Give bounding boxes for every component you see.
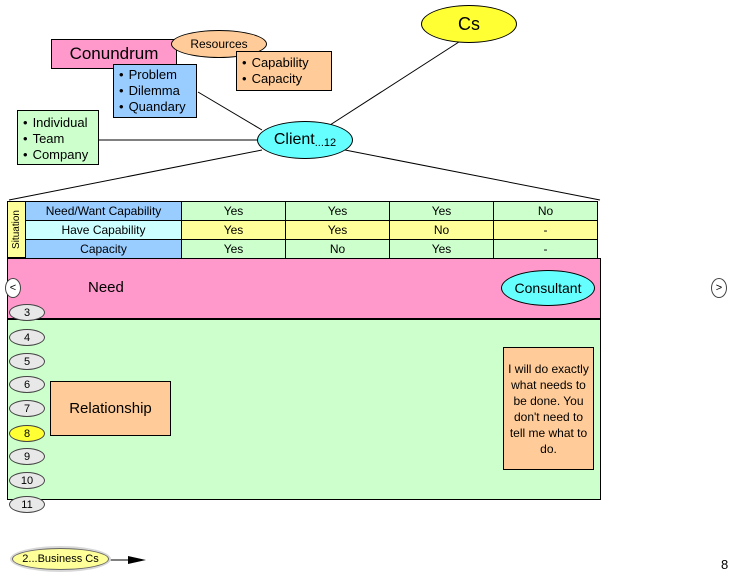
capability-list: Capability Capacity — [242, 55, 331, 87]
table-cell: No — [285, 239, 390, 259]
consultant-ellipse[interactable]: Consultant — [501, 270, 595, 306]
row-header: Capacity — [25, 239, 182, 259]
next-icon: > — [715, 282, 723, 294]
conundrum-title: Conundrum — [69, 44, 159, 63]
page-button-11[interactable]: 11 — [9, 496, 45, 513]
list-item: Problem — [119, 67, 196, 83]
table-row: Capacity Yes No Yes - — [25, 239, 598, 259]
table-cell: Yes — [181, 220, 286, 240]
table-cell: Yes — [389, 201, 494, 221]
list-item: Capacity — [242, 71, 331, 87]
consultant-quote-box: I will do exactly what needs to be done.… — [503, 347, 594, 470]
back-link-label: 2...Business Cs — [22, 553, 99, 565]
list-item: Team — [23, 131, 98, 147]
situation-side-label: Situation — [7, 201, 26, 258]
entity-list: Individual Team Company — [23, 115, 98, 163]
client-label: Client — [273, 131, 315, 148]
table-cell: Yes — [181, 201, 286, 221]
table-cell: Yes — [285, 220, 390, 240]
table-cell: Yes — [181, 239, 286, 259]
table-cell: No — [493, 201, 598, 221]
need-label: Need — [88, 279, 124, 296]
line-client-situation-right — [344, 149, 601, 201]
slide-number: 8 — [721, 557, 729, 572]
back-link-business-cs[interactable]: 2...Business Cs — [12, 548, 109, 570]
relationship-label: Relationship — [69, 400, 152, 417]
line-client-conundrum — [197, 91, 263, 131]
conundrum-items-box: Problem Dilemma Quandary — [113, 64, 197, 118]
entity-box: Individual Team Company — [17, 110, 99, 165]
page-button-8-active[interactable]: 8 — [9, 425, 45, 442]
page-button-9[interactable]: 9 — [9, 448, 45, 465]
conundrum-items-list: Problem Dilemma Quandary — [119, 67, 196, 115]
list-item: Quandary — [119, 99, 196, 115]
cs-ellipse[interactable]: Cs — [421, 5, 517, 43]
consultant-label: Consultant — [514, 280, 582, 296]
client-ellipse[interactable]: Client...12 — [257, 121, 353, 159]
table-cell: No — [389, 220, 494, 240]
page-button-5[interactable]: 5 — [9, 353, 45, 370]
table-cell: - — [493, 239, 598, 259]
table-row: Have Capability Yes Yes No - — [25, 220, 598, 240]
prev-button[interactable]: < — [5, 278, 21, 298]
list-item: Capability — [242, 55, 331, 71]
back-link-arrowhead — [128, 556, 146, 564]
consultant-quote: I will do exactly what needs to be done.… — [508, 361, 589, 456]
prev-icon: < — [9, 282, 17, 294]
line-client-cs — [329, 39, 463, 126]
next-button[interactable]: > — [711, 278, 727, 298]
table-cell: - — [493, 220, 598, 240]
table-cell: Yes — [285, 201, 390, 221]
resources-label: Resources — [190, 37, 248, 51]
relationship-box: Relationship — [50, 381, 171, 436]
list-item: Company — [23, 147, 98, 163]
row-header: Have Capability — [25, 220, 182, 240]
page-button-3[interactable]: 3 — [9, 304, 45, 321]
list-item: Individual — [23, 115, 98, 131]
situation-table: Need/Want Capability Yes Yes Yes No Have… — [25, 201, 598, 259]
page-button-10[interactable]: 10 — [9, 472, 45, 489]
table-row: Need/Want Capability Yes Yes Yes No — [25, 201, 598, 221]
cs-label: Cs — [458, 13, 480, 34]
client-ref: ...12 — [314, 136, 337, 149]
capability-box: Capability Capacity — [236, 51, 332, 91]
page-button-7[interactable]: 7 — [9, 400, 45, 417]
resources-ellipse: Resources — [171, 30, 267, 58]
line-client-situation-left — [8, 149, 263, 201]
page-button-6[interactable]: 6 — [9, 376, 45, 393]
row-header: Need/Want Capability — [25, 201, 182, 221]
table-cell: Yes — [389, 239, 494, 259]
page-button-4[interactable]: 4 — [9, 329, 45, 346]
list-item: Dilemma — [119, 83, 196, 99]
